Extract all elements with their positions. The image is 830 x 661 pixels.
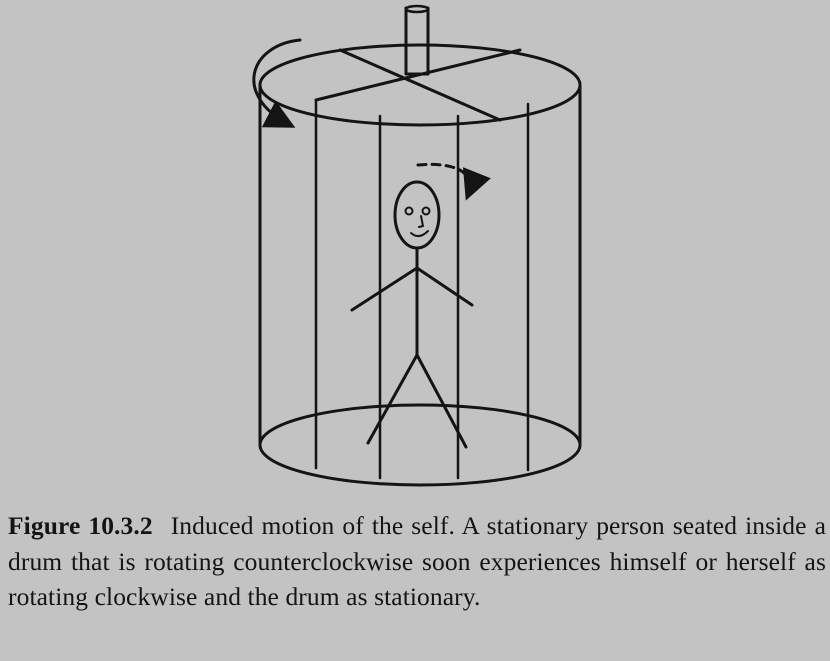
drum-top-dividers [314, 48, 522, 122]
person-right-leg [415, 353, 468, 449]
stick-figure-person [350, 180, 474, 449]
induced-motion-diagram [252, 4, 582, 487]
person-right-arm [415, 266, 474, 307]
drum-shaft [404, 4, 430, 76]
person-left-arm [350, 266, 419, 312]
person-face [404, 206, 431, 237]
caption-text: Induced motion of the self. A stationary… [8, 511, 826, 611]
drum-bottom-rim [258, 403, 582, 487]
drum-rotation-arrow [252, 38, 302, 128]
person-head [393, 180, 441, 250]
person-left-leg [366, 353, 419, 445]
figure-label: Figure 10.3.2 [8, 511, 153, 540]
drum-slats [314, 98, 530, 480]
self-rotation-arrow [416, 162, 491, 201]
